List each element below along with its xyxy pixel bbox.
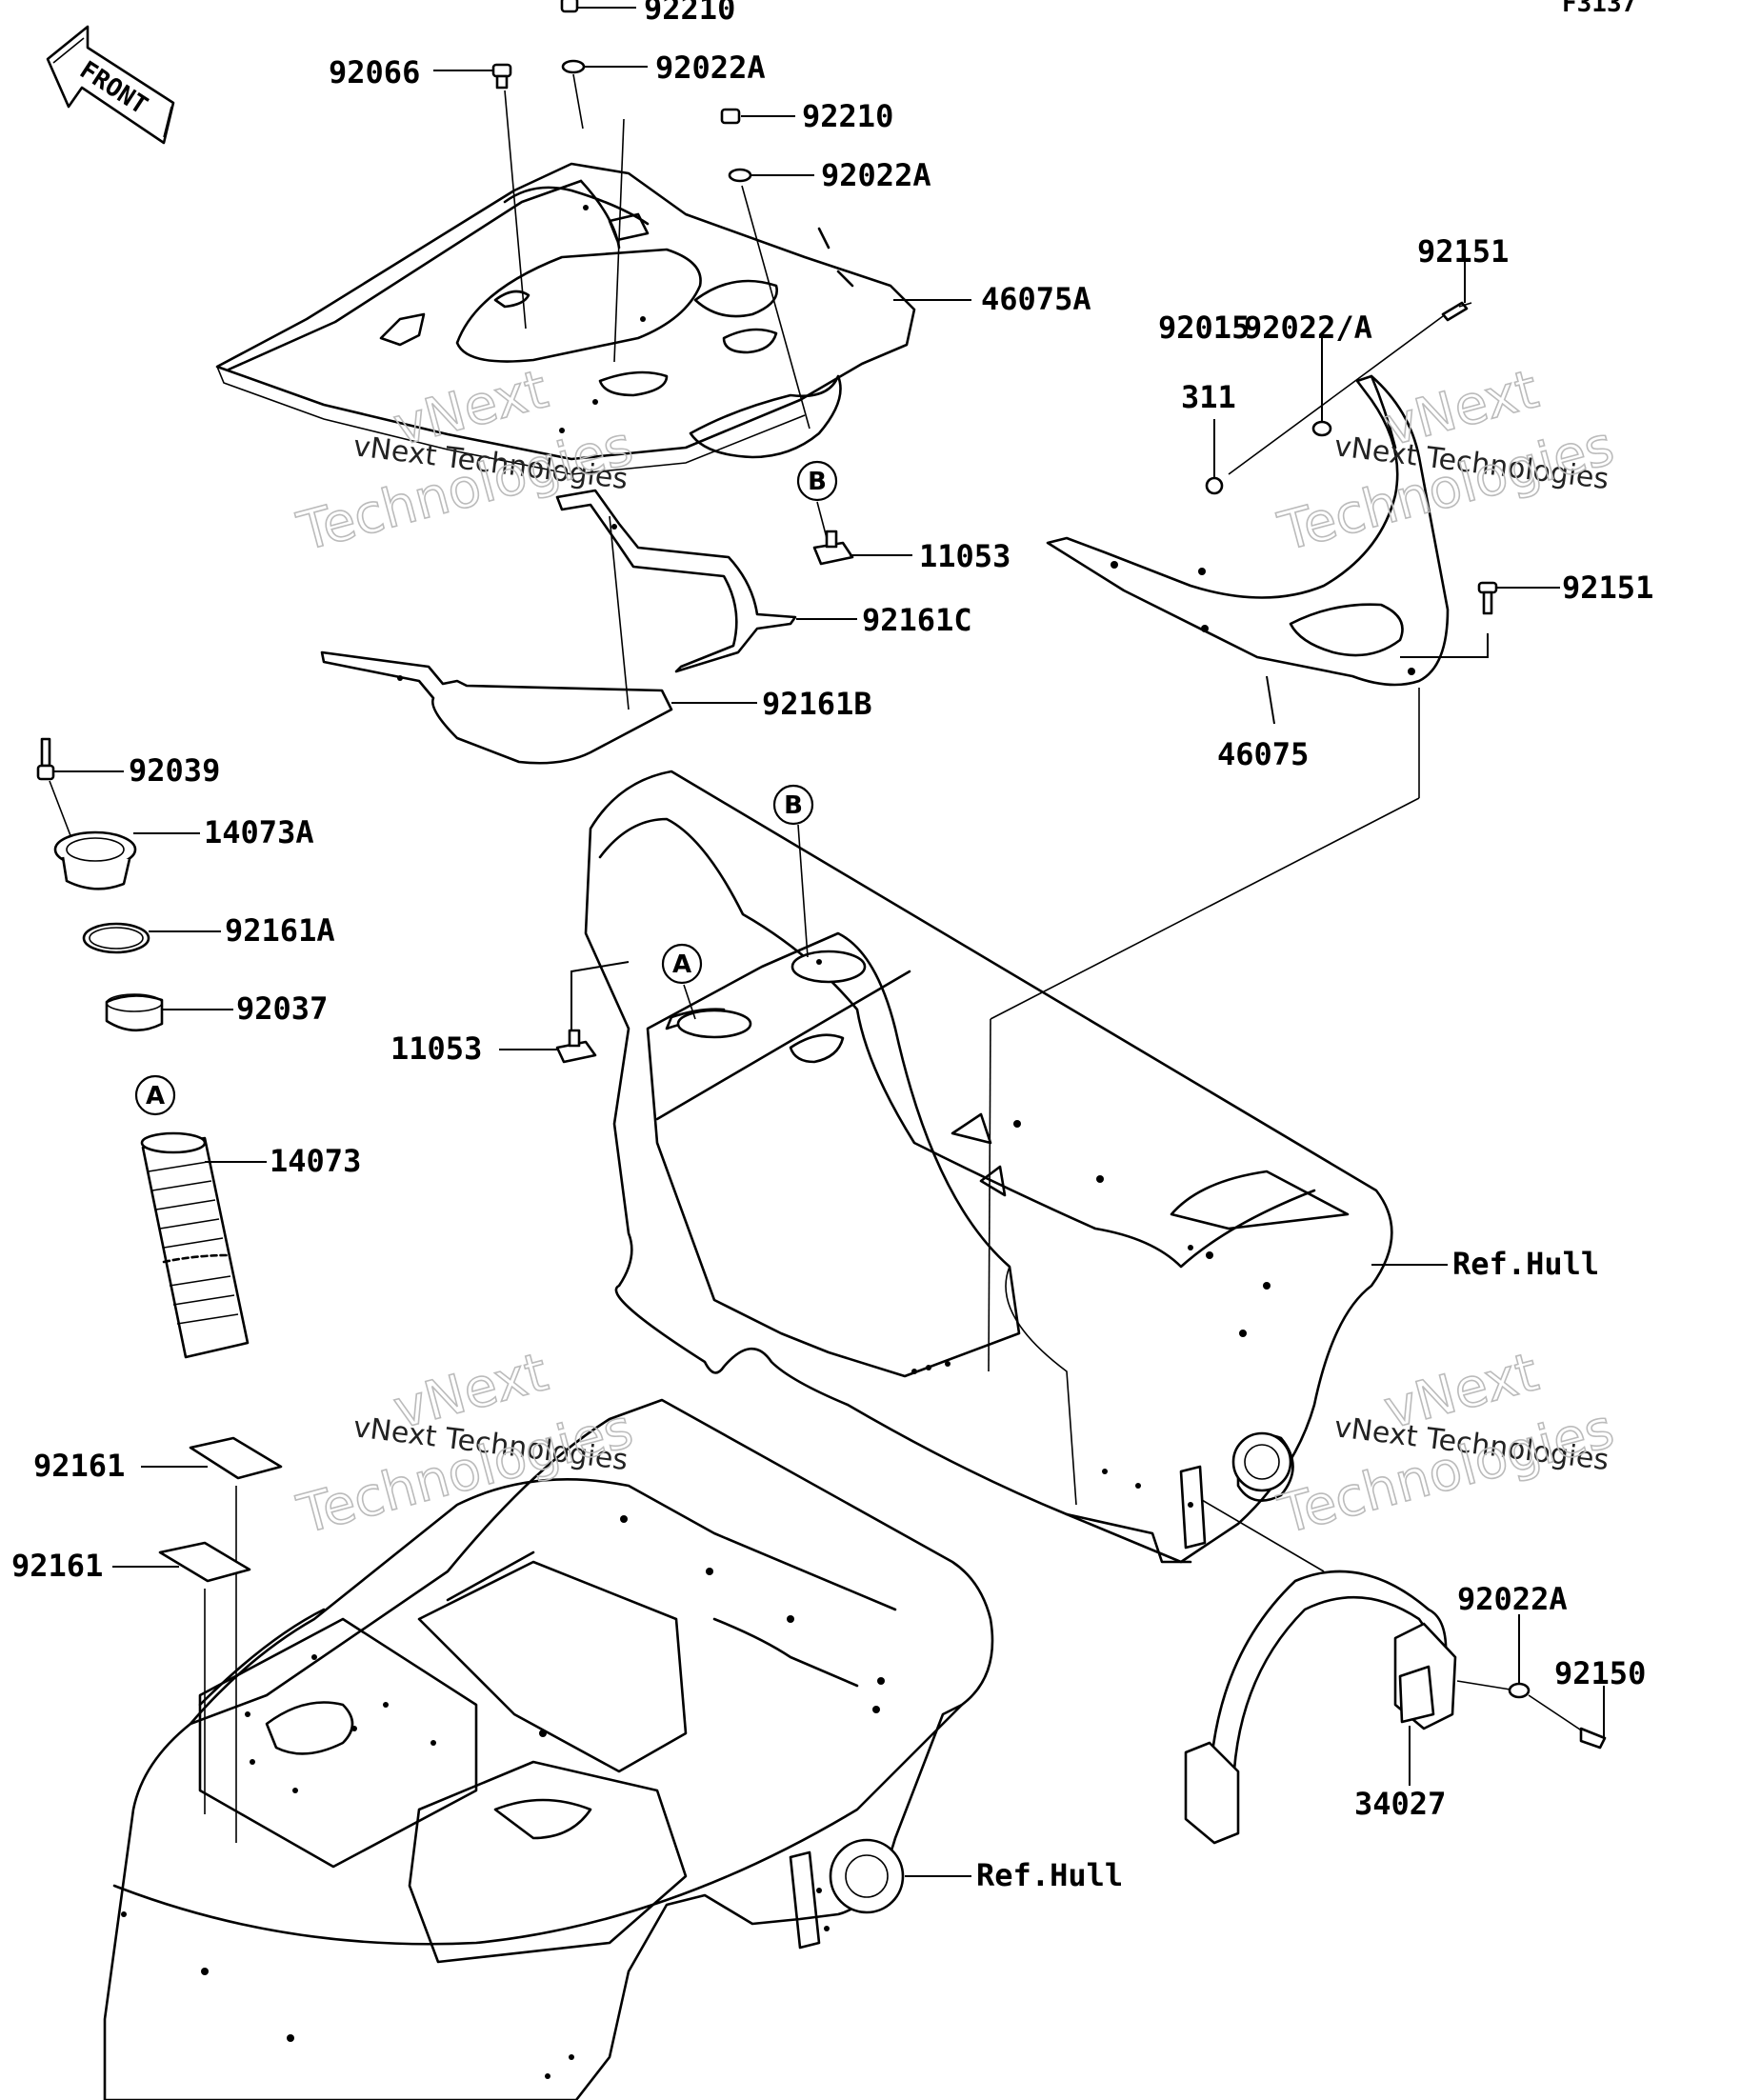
part-label: 11053	[390, 1030, 482, 1067]
callout-b-upper: B	[796, 460, 838, 502]
washer-92022-A	[1311, 333, 1332, 437]
bolt-92210-2	[720, 108, 795, 125]
watermark-bottom-right: vNext vNext Technologies Technologies	[1271, 1341, 1621, 1548]
part-labels: 92210 92066 92022A 92210 92022A 46075A 9…	[11, 0, 1653, 1893]
part-label: 92161C	[862, 602, 972, 638]
handle-34027	[1184, 1499, 1517, 1845]
part-label: 92151	[1417, 233, 1509, 270]
part-label: 92022A	[655, 50, 766, 86]
part-label: 92151	[1562, 570, 1653, 606]
svg-text:B: B	[808, 468, 827, 496]
clip-11053-hull	[499, 961, 630, 1064]
part-label: 34027	[1354, 1786, 1446, 1822]
part-label: 92022/A	[1244, 310, 1372, 346]
watermark-top-right: vNext vNext Technologies Technologies	[1271, 358, 1621, 565]
part-label: 92161	[11, 1548, 103, 1584]
part-label: Ref.Hull	[1452, 1246, 1599, 1282]
upper-cover-46075A	[215, 162, 916, 475]
gasket-92161C	[555, 489, 857, 673]
rivet-92039	[36, 737, 124, 839]
part-label: 14073	[270, 1143, 361, 1179]
gasket-92161B	[320, 650, 757, 765]
sticker-92161-lower	[112, 1541, 251, 1814]
part-label: 92022A	[1457, 1581, 1568, 1617]
clamp-92037	[105, 993, 233, 1032]
part-label: 92039	[129, 752, 220, 789]
washer-92022A-top	[561, 59, 648, 130]
part-label: 92210	[802, 98, 893, 134]
part-label: 92022A	[821, 157, 931, 193]
nut-92015	[1205, 419, 1224, 495]
part-label: 92161B	[762, 686, 872, 722]
bolt-92150	[1579, 1686, 1607, 1750]
bolt-92151-top	[1228, 259, 1472, 475]
svg-text:B: B	[784, 791, 803, 820]
part-label: 92015	[1158, 310, 1250, 346]
bolt-92066	[433, 63, 527, 330]
part-label: 92150	[1554, 1655, 1646, 1691]
hose-14073	[140, 1131, 267, 1359]
o-ring-92161A	[82, 922, 221, 954]
hull-lower-ref	[103, 1398, 994, 2100]
part-label: 311	[1181, 379, 1236, 415]
duct-cap-14073A	[53, 830, 200, 890]
part-label: 14073A	[204, 814, 314, 850]
bolt-92151-side	[1477, 581, 1560, 615]
svg-text:A: A	[146, 1082, 165, 1110]
part-label: 92210	[644, 0, 735, 27]
part-label: Ref.Hull	[976, 1857, 1123, 1893]
svg-text:A: A	[672, 950, 691, 979]
washer-92022A-3	[1508, 1614, 1587, 1734]
clip-11053-upper	[812, 530, 912, 566]
sticker-92161-upper	[141, 1436, 283, 1843]
part-label: 92037	[236, 990, 328, 1027]
bolt-92210-top	[560, 0, 636, 13]
part-label: 46075A	[981, 281, 1091, 317]
callout-a-left: A	[134, 1074, 176, 1116]
callout-b-hull: B	[772, 784, 814, 826]
part-label: 11053	[919, 538, 1011, 574]
part-label: 92161	[33, 1448, 125, 1484]
part-label: 92066	[329, 54, 420, 90]
callout-a-hull: A	[661, 943, 703, 985]
part-label: 92161A	[225, 912, 335, 949]
part-label: 46075	[1217, 736, 1309, 772]
washer-92022A-2	[728, 168, 814, 430]
hull-upper-ref	[584, 688, 1448, 1564]
figure-code: F3137	[1562, 0, 1636, 18]
front-arrow-icon: FRONT	[46, 25, 175, 145]
side-cover-46075	[1046, 374, 1489, 725]
